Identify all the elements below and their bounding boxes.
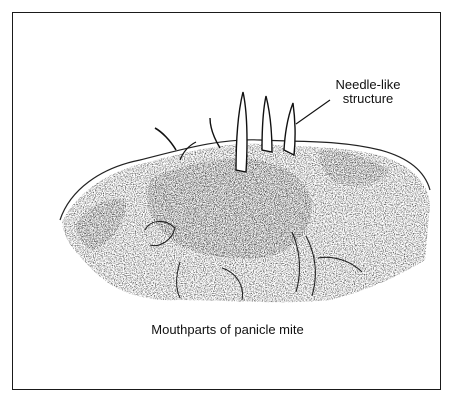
stylet-right: [284, 103, 295, 155]
figure-caption: Mouthparts of panicle mite: [0, 322, 455, 337]
stylet-left: [236, 92, 247, 172]
label-line-1: Needle-like: [318, 78, 418, 92]
label-line-2: structure: [318, 92, 418, 106]
stylet-middle: [262, 96, 272, 152]
needle-like-structure-label: Needle-like structure: [318, 78, 418, 106]
